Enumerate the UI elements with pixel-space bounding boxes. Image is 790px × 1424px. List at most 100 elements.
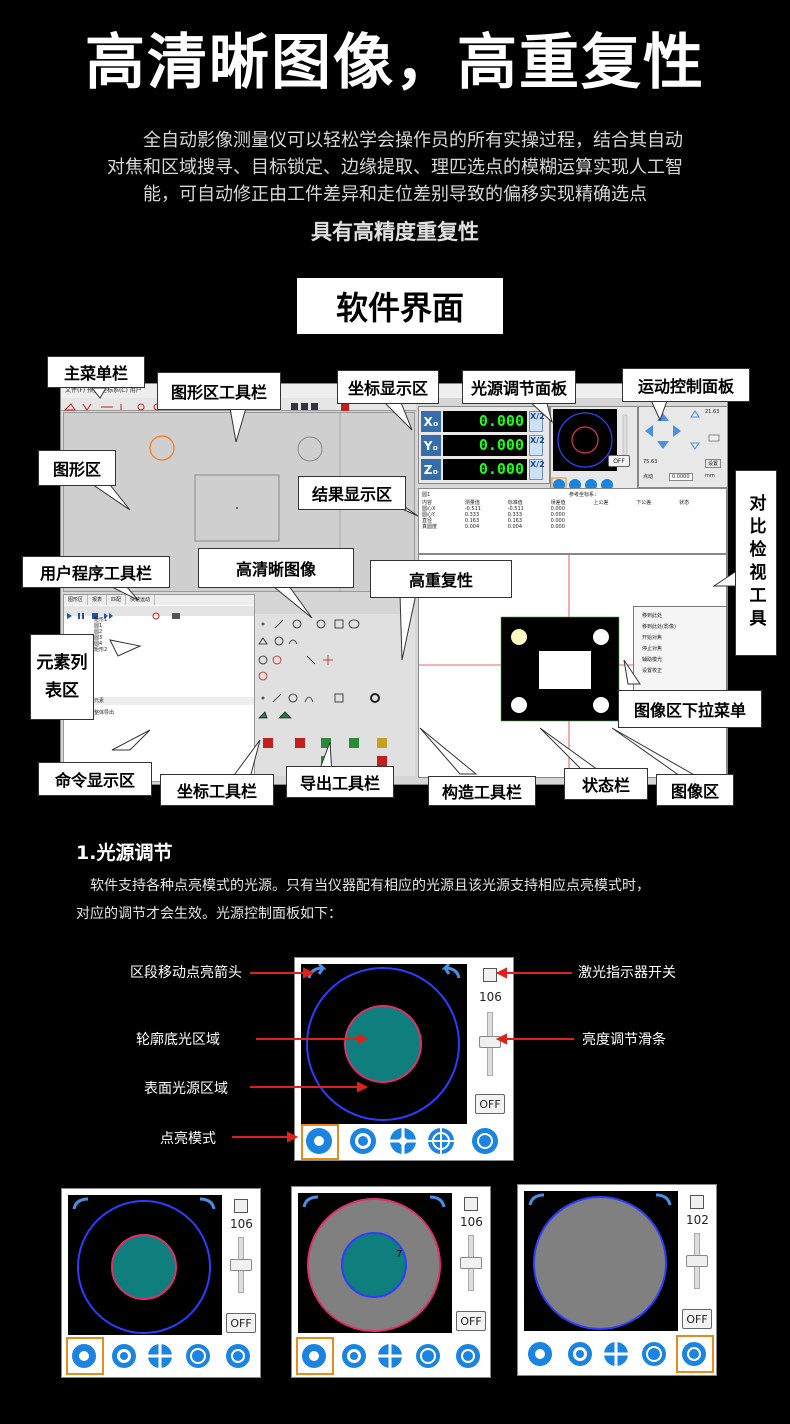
context-menu-item[interactable]: 开始对焦 xyxy=(642,635,663,641)
laser-checkbox[interactable] xyxy=(234,1199,248,1213)
halve-button[interactable]: X/2 xyxy=(529,459,545,480)
table-cell: 0.333 xyxy=(507,512,523,518)
motion-control-panel[interactable]: 21.63 75.63 设置 点动 0.0000 mm xyxy=(638,406,728,488)
brightness-thumb[interactable] xyxy=(686,1255,708,1267)
example-panel-3: 102 OFF xyxy=(517,1184,717,1376)
callout-compare-tools: 对比检视工具 xyxy=(735,470,777,656)
brightness-value: 102 xyxy=(686,1213,709,1227)
laser-checkbox[interactable] xyxy=(464,1197,478,1211)
hero-title: 高清晰图像，高重复性 xyxy=(85,28,705,98)
callout-user-program-toolbar: 用户程序工具栏 xyxy=(22,556,170,588)
tab[interactable]: 快速运动 xyxy=(126,595,156,605)
light-control-panel[interactable]: OFF xyxy=(550,406,638,496)
light-panel-graphic[interactable] xyxy=(551,407,637,495)
mode-selected-frame xyxy=(296,1337,334,1375)
list-item[interactable]: 圆3 xyxy=(94,635,103,641)
brightness-value: 106 xyxy=(460,1215,483,1229)
tab[interactable]: 报表 xyxy=(88,595,108,605)
axis-label: Xₒ xyxy=(421,411,441,432)
tab[interactable]: 图形区 xyxy=(64,595,89,605)
motion-arrows[interactable] xyxy=(639,407,727,487)
left-tabs[interactable]: 图形区报表匹配快速运动 xyxy=(64,595,254,605)
list-item[interactable]: 圆4 xyxy=(94,641,103,647)
command-header-label: 元素 xyxy=(94,698,105,704)
table-cell: 0.000 xyxy=(550,512,565,518)
label-mode: 点亮模式 xyxy=(160,1131,216,1147)
table-cell: 0.000 xyxy=(550,524,565,530)
command-item[interactable]: 整体导出 xyxy=(94,710,115,716)
axis-value: 0.000 xyxy=(443,435,527,456)
jog-checkbox[interactable]: 点动 xyxy=(643,474,654,480)
paragraph-line: 对应的调节才会生效。光源控制面板如下： xyxy=(76,906,342,922)
mode-buttons[interactable] xyxy=(62,1339,260,1375)
label-laser: 激光指示器开关 xyxy=(578,965,676,981)
brightness-thumb[interactable] xyxy=(230,1259,252,1271)
mode-buttons[interactable] xyxy=(292,1339,490,1375)
motion-set-button[interactable]: 设置 xyxy=(705,459,722,468)
light-off-button[interactable]: OFF xyxy=(608,455,630,467)
context-menu-item[interactable]: 移到此处 xyxy=(642,613,663,619)
table-cell: -0.511 xyxy=(507,506,524,512)
tool-palette[interactable] xyxy=(255,614,415,776)
result-header: 内容测量值标准值误差值上公差下公差状态 xyxy=(422,499,722,506)
light-off-button[interactable]: OFF xyxy=(226,1313,256,1333)
example-graphic[interactable] xyxy=(68,1195,222,1335)
laser-checkbox[interactable] xyxy=(483,968,497,982)
context-menu-item[interactable]: 移到此处(影像) xyxy=(642,624,676,630)
context-menu-item[interactable]: 停止对焦 xyxy=(642,646,663,652)
light-off-button[interactable]: OFF xyxy=(682,1309,712,1329)
table-cell: 真圆度 xyxy=(422,524,438,530)
brightness-thumb[interactable] xyxy=(460,1257,482,1269)
context-items[interactable]: 移到此处移到此处(影像) 开始对焦停止对焦辅助模光设置校正 xyxy=(634,607,726,681)
table-cell: 0.163 xyxy=(507,518,523,524)
jog-step-input[interactable]: 0.0000 xyxy=(669,473,693,481)
program-toolbar-icons[interactable] xyxy=(64,611,254,621)
callout-image-menu: 图像区下拉菜单 xyxy=(618,690,762,728)
label-arrow: 区段移动点亮箭头 xyxy=(130,965,242,981)
axis-value: 0.000 xyxy=(443,459,527,480)
example-graphic[interactable] xyxy=(298,1193,452,1333)
light-screen-graphic[interactable] xyxy=(301,962,467,1124)
example-screen[interactable]: 7 xyxy=(298,1193,452,1333)
paragraph-line: 软件支持各种点亮模式的光源。只有当仪器配有相应的光源且该光源支持相应点亮模式时， xyxy=(90,878,650,894)
arrow-left-icon xyxy=(528,1193,545,1206)
example-screen[interactable] xyxy=(68,1195,222,1335)
mode-buttons[interactable] xyxy=(518,1337,716,1373)
list-item[interactable]: 圆2 xyxy=(94,629,103,635)
list-item[interactable]: 矩形1 xyxy=(94,617,108,623)
example-graphic[interactable] xyxy=(524,1191,678,1331)
halve-button[interactable]: X/2 xyxy=(529,411,545,432)
example-panel-2: 7 106 OFF xyxy=(291,1186,491,1378)
brightness-value: 106 xyxy=(230,1217,253,1231)
mode-buttons[interactable] xyxy=(295,1124,513,1160)
dro-row-z: Zₒ 0.000 X/2 xyxy=(421,459,545,480)
light-off-button[interactable]: OFF xyxy=(475,1094,505,1114)
laser-checkbox[interactable] xyxy=(690,1195,704,1209)
callout-element-list: 元素列表区 xyxy=(30,634,94,720)
result-header-cell: 下公差 xyxy=(636,500,652,506)
result-header-cell: 状态 xyxy=(679,500,690,506)
context-menu-item[interactable]: 设置校正 xyxy=(642,668,663,674)
list-item[interactable]: 圆1 xyxy=(94,623,103,629)
light-off-button[interactable]: OFF xyxy=(456,1311,486,1331)
callout-construct-toolbar: 构造工具栏 xyxy=(428,776,536,806)
motion-speed: 21.63 xyxy=(705,409,720,415)
image-canvas[interactable] xyxy=(419,555,726,777)
software-ui-button[interactable]: 软件界面 xyxy=(297,278,503,334)
list-item[interactable]: 矩形2 xyxy=(94,647,108,653)
context-menu-item[interactable]: 辅助模光 xyxy=(642,657,663,663)
light-screen[interactable] xyxy=(301,962,467,1124)
halve-button[interactable]: X/2 xyxy=(529,435,545,456)
tab[interactable]: 匹配 xyxy=(107,595,127,605)
axis-label: Zₒ xyxy=(421,459,441,480)
user-program-toolbar[interactable] xyxy=(64,606,254,620)
callout-hd-image: 高清晰图像 xyxy=(198,548,354,588)
callout-status-bar: 状态栏 xyxy=(564,768,648,800)
jog-unit: mm xyxy=(705,473,715,479)
brightness-thumb[interactable] xyxy=(479,1036,501,1048)
example-screen[interactable] xyxy=(524,1191,678,1331)
